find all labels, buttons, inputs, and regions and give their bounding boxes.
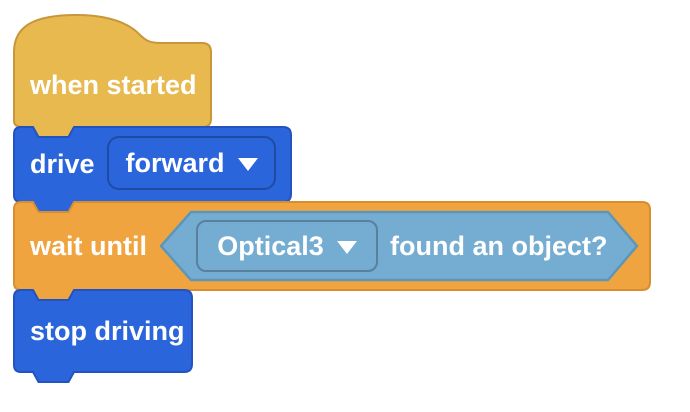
- stop-driving-label: stop driving: [30, 315, 185, 346]
- block-stop-driving[interactable]: [13, 289, 193, 383]
- drive-direction-value: forward: [125, 147, 225, 178]
- condition-label: found an object?: [390, 230, 608, 261]
- drive-direction-dropdown[interactable]: forward: [107, 136, 276, 190]
- wait-until-label: wait until: [30, 230, 147, 261]
- sensor-dropdown[interactable]: Optical3: [196, 220, 378, 272]
- chevron-down-icon: [336, 241, 357, 254]
- boolean-condition-hexagon[interactable]: [159, 210, 639, 282]
- sensor-dropdown-value: Optical3: [217, 230, 324, 261]
- drive-label: drive: [30, 148, 95, 179]
- chevron-down-icon: [237, 158, 258, 171]
- when-started-label: when started: [30, 69, 197, 100]
